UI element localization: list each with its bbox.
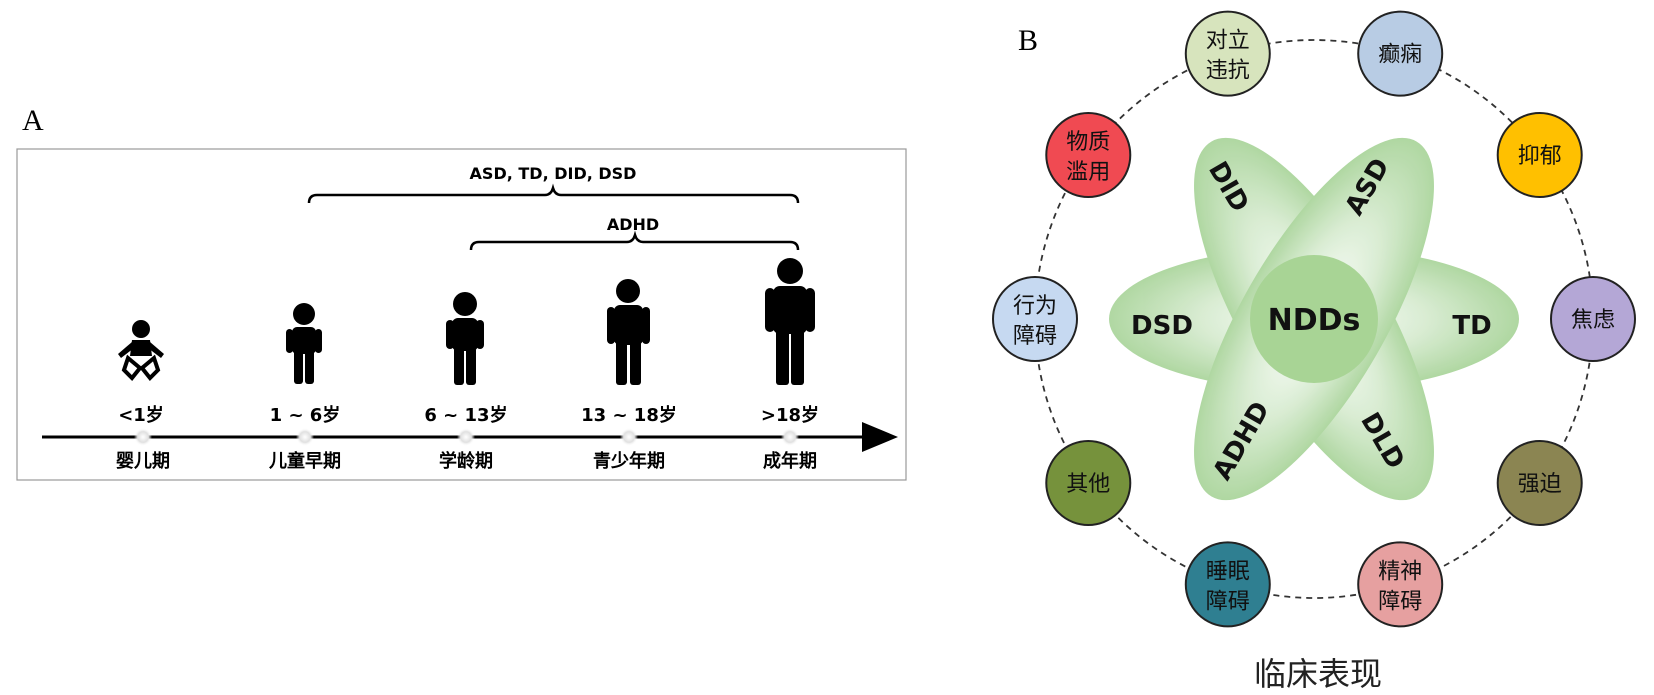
- school-child-icon: [446, 292, 484, 385]
- stage-age-label: 13 ~ 18岁: [581, 404, 677, 426]
- teen-icon: [607, 279, 650, 385]
- manifestation-label: 精神: [1378, 559, 1422, 584]
- stage-age-label: <1岁: [118, 404, 164, 426]
- timeline-dot: [134, 428, 152, 446]
- stage-name-label: 青少年期: [593, 450, 665, 472]
- stage-name-label: 婴儿期: [116, 451, 170, 472]
- manifestation-circle: [1496, 112, 1583, 199]
- stage-age-label: 6 ~ 13岁: [424, 404, 507, 426]
- adult-icon: [765, 258, 815, 385]
- manifestation-circle: [1496, 439, 1583, 526]
- panel-b-label: B: [1018, 24, 1038, 57]
- top-bracket-label: ASD, TD, DID, DSD: [470, 164, 637, 183]
- manifestation-label: 物质: [1066, 130, 1110, 155]
- manifestation-label: 滥用: [1066, 160, 1110, 185]
- manifestation-circle: [1045, 439, 1132, 526]
- stage-name-label: 成年期: [763, 450, 817, 472]
- manifestation-circle: [1184, 10, 1271, 97]
- manifestation-label: 睡眠: [1206, 559, 1250, 584]
- manifestation-label: 违抗: [1206, 59, 1250, 84]
- manifestation-label: 障碍: [1206, 589, 1250, 614]
- manifestation-circle: [1357, 10, 1444, 97]
- manifestation-label: 其他: [1066, 472, 1110, 497]
- manifestation-label: 抑郁: [1518, 144, 1562, 169]
- timeline-dots: [134, 428, 799, 446]
- manifestation-label: 障碍: [1013, 324, 1057, 349]
- center-circle: [1250, 255, 1378, 383]
- stage-name-label: 学龄期: [439, 450, 493, 472]
- top-bracket: [307, 183, 800, 204]
- baby-icon: [118, 320, 164, 381]
- petal-label-td: TD: [1452, 311, 1491, 341]
- stage-name-label: 儿童早期: [268, 450, 341, 472]
- manifestation-circle: [1550, 276, 1636, 362]
- timeline-dot: [296, 428, 314, 446]
- child-icon: [286, 303, 322, 384]
- manifestation-label: 强迫: [1518, 472, 1562, 497]
- panel-b-caption: 临床表现: [1254, 655, 1382, 693]
- stage-age-label: >18岁: [761, 404, 819, 426]
- timeline-dot: [457, 428, 475, 446]
- timeline-dot: [781, 428, 799, 446]
- manifestation-label: 癫痫: [1378, 43, 1422, 68]
- manifestation-circle: [1045, 112, 1132, 199]
- manifestation-circle: [992, 276, 1078, 362]
- manifestation-label: 焦虑: [1571, 308, 1615, 333]
- manifestation-label: 障碍: [1378, 589, 1422, 614]
- petal-label-dsd: DSD: [1131, 311, 1193, 341]
- manifestation-circle: [1357, 541, 1444, 628]
- manifestation-circle: [1184, 541, 1271, 628]
- bottom-bracket: [469, 230, 800, 251]
- stage-age-label: 1 ~ 6岁: [270, 404, 341, 426]
- manifestation-label: 对立: [1206, 29, 1250, 54]
- bottom-bracket-label: ADHD: [607, 215, 659, 234]
- panel-a-label: A: [22, 104, 44, 137]
- center-label: NDDs: [1268, 303, 1361, 338]
- timeline-dot: [620, 428, 638, 446]
- manifestation-label: 行为: [1013, 294, 1057, 319]
